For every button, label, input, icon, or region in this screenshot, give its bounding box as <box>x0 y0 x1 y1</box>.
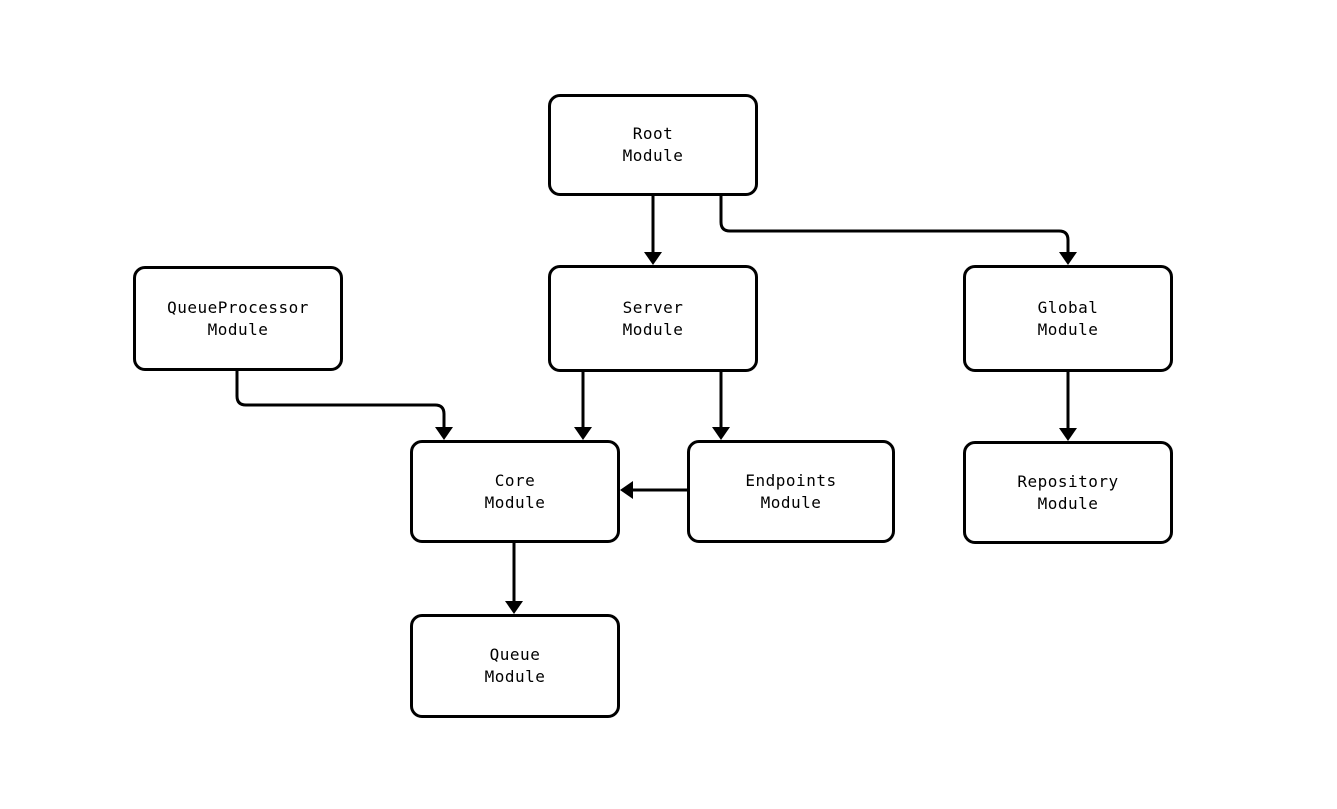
edge-global-to-repository <box>1059 372 1077 441</box>
node-label-secondary: Module <box>622 319 684 339</box>
edge-line <box>719 196 1070 255</box>
arrowhead-icon <box>620 481 633 499</box>
node-label-primary: Root <box>632 124 674 143</box>
arrowhead-icon <box>1059 252 1077 265</box>
arrowhead-icon <box>712 427 730 440</box>
node-label-primary: Queue <box>489 645 541 664</box>
arrowhead-icon <box>1059 428 1077 441</box>
edge-root-to-server <box>644 196 662 265</box>
edge-line <box>235 371 446 430</box>
node-label-secondary: Module <box>1037 319 1099 339</box>
node-label-secondary: Module <box>484 492 546 512</box>
arrowhead-icon <box>574 427 592 440</box>
node-label-primary: Endpoints <box>745 470 837 490</box>
node-label-secondary: Module <box>622 146 684 165</box>
arrowhead-icon <box>644 252 662 265</box>
edge-core-to-queue <box>505 543 523 614</box>
arrowhead-icon <box>435 427 453 440</box>
edge-endpoints-to-core <box>620 481 687 499</box>
edge-server-to-endpoints <box>712 372 730 440</box>
edge-server-to-core <box>574 372 592 440</box>
node-label-primary: QueueProcessor <box>167 297 309 317</box>
node-label-primary: Repository <box>1017 471 1119 491</box>
node-label-secondary: Module <box>484 667 546 686</box>
node-label-primary: Global <box>1037 297 1099 317</box>
edge-root-to-global <box>719 196 1077 265</box>
node-label-primary: Core <box>494 470 536 490</box>
node-label-secondary: Module <box>1037 493 1099 513</box>
edge-queueprocessor-to-core <box>235 371 453 440</box>
node-label-secondary: Module <box>760 492 822 512</box>
arrowhead-icon <box>505 601 523 614</box>
node-label-primary: Server <box>622 297 684 317</box>
node-label-secondary: Module <box>207 319 269 339</box>
